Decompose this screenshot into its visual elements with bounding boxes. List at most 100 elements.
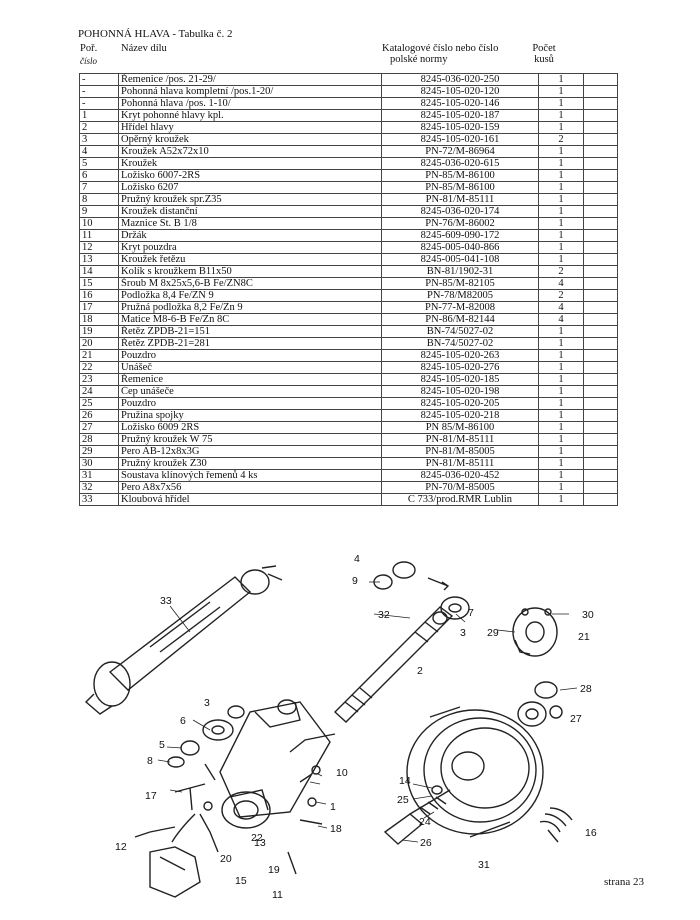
table-spacer-cell <box>583 229 618 242</box>
part-quantity: 1 <box>538 181 584 194</box>
part-position: 3 <box>79 133 119 146</box>
part-name: Ložisko 6009 2RS <box>118 421 382 434</box>
part-catalog-number: BN-74/5027-02 <box>381 337 539 350</box>
part-position: 9 <box>79 205 119 218</box>
diagram-part-label: 18 <box>330 823 342 835</box>
part-catalog-number: PN-72/M-86964 <box>381 145 539 158</box>
table-spacer-cell <box>583 289 618 302</box>
part-quantity: 1 <box>538 469 584 482</box>
table-spacer-cell <box>583 205 618 218</box>
part-quantity: 1 <box>538 85 584 98</box>
part-name: Soustava klínových řemenů 4 ks <box>118 469 382 482</box>
part-name: Hřídel hlavy <box>118 121 382 134</box>
part-quantity: 1 <box>538 325 584 338</box>
cardan-shaft-drawing <box>84 565 283 715</box>
pulley-bearing-drawing <box>517 681 563 727</box>
part-position: 12 <box>79 241 119 254</box>
part-quantity: 2 <box>538 289 584 302</box>
part-position: 29 <box>79 445 119 458</box>
part-position: - <box>79 85 119 98</box>
table-spacer-cell <box>583 97 618 110</box>
part-name: Řemenice /pos. 21-29/ <box>118 73 382 86</box>
part-catalog-number: 8245-105-020-161 <box>381 133 539 146</box>
fasteners-drawing <box>287 765 323 875</box>
table-spacer-cell <box>583 121 618 134</box>
part-position: 10 <box>79 217 119 230</box>
part-quantity: 1 <box>538 193 584 206</box>
part-catalog-number: 8245-105-020-185 <box>381 373 539 386</box>
part-name: Řetěz ZPDB-21=281 <box>118 337 382 350</box>
table-spacer-cell <box>583 241 618 254</box>
part-quantity: 1 <box>538 457 584 470</box>
header-position: Poř. <box>80 43 98 54</box>
part-quantity: 1 <box>538 97 584 110</box>
diagram-part-label: 3 <box>460 627 466 639</box>
part-catalog-number: PN 85/M-86100 <box>381 421 539 434</box>
part-position: 19 <box>79 325 119 338</box>
part-quantity: 1 <box>538 409 584 422</box>
part-catalog-number: 8245-609-090-172 <box>381 229 539 242</box>
diagram-part-label: 21 <box>578 631 590 643</box>
part-position: 5 <box>79 157 119 170</box>
part-catalog-number: PN-81/M-85111 <box>381 433 539 446</box>
part-catalog-number: 8245-105-020-146 <box>381 97 539 110</box>
part-catalog-number: 8245-105-020-276 <box>381 361 539 374</box>
part-catalog-number: 8245-105-020-187 <box>381 109 539 122</box>
part-position: 24 <box>79 385 119 398</box>
part-quantity: 2 <box>538 133 584 146</box>
table-spacer-cell <box>583 457 618 470</box>
table-spacer-cell <box>583 481 618 494</box>
table-spacer-cell <box>583 277 618 290</box>
part-quantity: 1 <box>538 445 584 458</box>
diagram-part-label: 8 <box>147 755 153 767</box>
part-quantity: 1 <box>538 373 584 386</box>
part-position: 1 <box>79 109 119 122</box>
part-position: 6 <box>79 169 119 182</box>
part-name: Pružný kroužek spr.Z35 <box>118 193 382 206</box>
table-spacer-cell <box>583 361 618 374</box>
exploded-diagram: 3349732330292122836275810118171425242622… <box>84 553 597 901</box>
part-quantity: 1 <box>538 253 584 266</box>
part-position: 7 <box>79 181 119 194</box>
diagram-part-label: 6 <box>180 715 186 727</box>
header-catalog-line2: polské normy <box>390 54 448 65</box>
part-quantity: 1 <box>538 205 584 218</box>
pulley-drawing <box>406 706 544 838</box>
table-spacer-cell <box>583 373 618 386</box>
part-quantity: 1 <box>538 361 584 374</box>
part-catalog-number: 8245-036-020-452 <box>381 469 539 482</box>
part-name: Ložisko 6007-2RS <box>118 169 382 182</box>
part-catalog-number: PN-70/M-85005 <box>381 481 539 494</box>
table-spacer-cell <box>583 85 618 98</box>
page-number: strana 23 <box>604 876 645 888</box>
table-spacer-cell <box>583 409 618 422</box>
table-spacer-cell <box>583 385 618 398</box>
part-quantity: 4 <box>538 301 584 314</box>
part-quantity: 2 <box>538 265 584 278</box>
table-spacer-cell <box>583 157 618 170</box>
part-quantity: 1 <box>538 229 584 242</box>
part-catalog-number: 8245-036-020-174 <box>381 205 539 218</box>
part-name: Kolík s kroužkem B11x50 <box>118 265 382 278</box>
table-spacer-cell <box>583 73 618 86</box>
table-spacer-cell <box>583 109 618 122</box>
part-position: 23 <box>79 373 119 386</box>
part-quantity: 1 <box>538 349 584 362</box>
header-qty-line1: Počet <box>532 43 556 54</box>
